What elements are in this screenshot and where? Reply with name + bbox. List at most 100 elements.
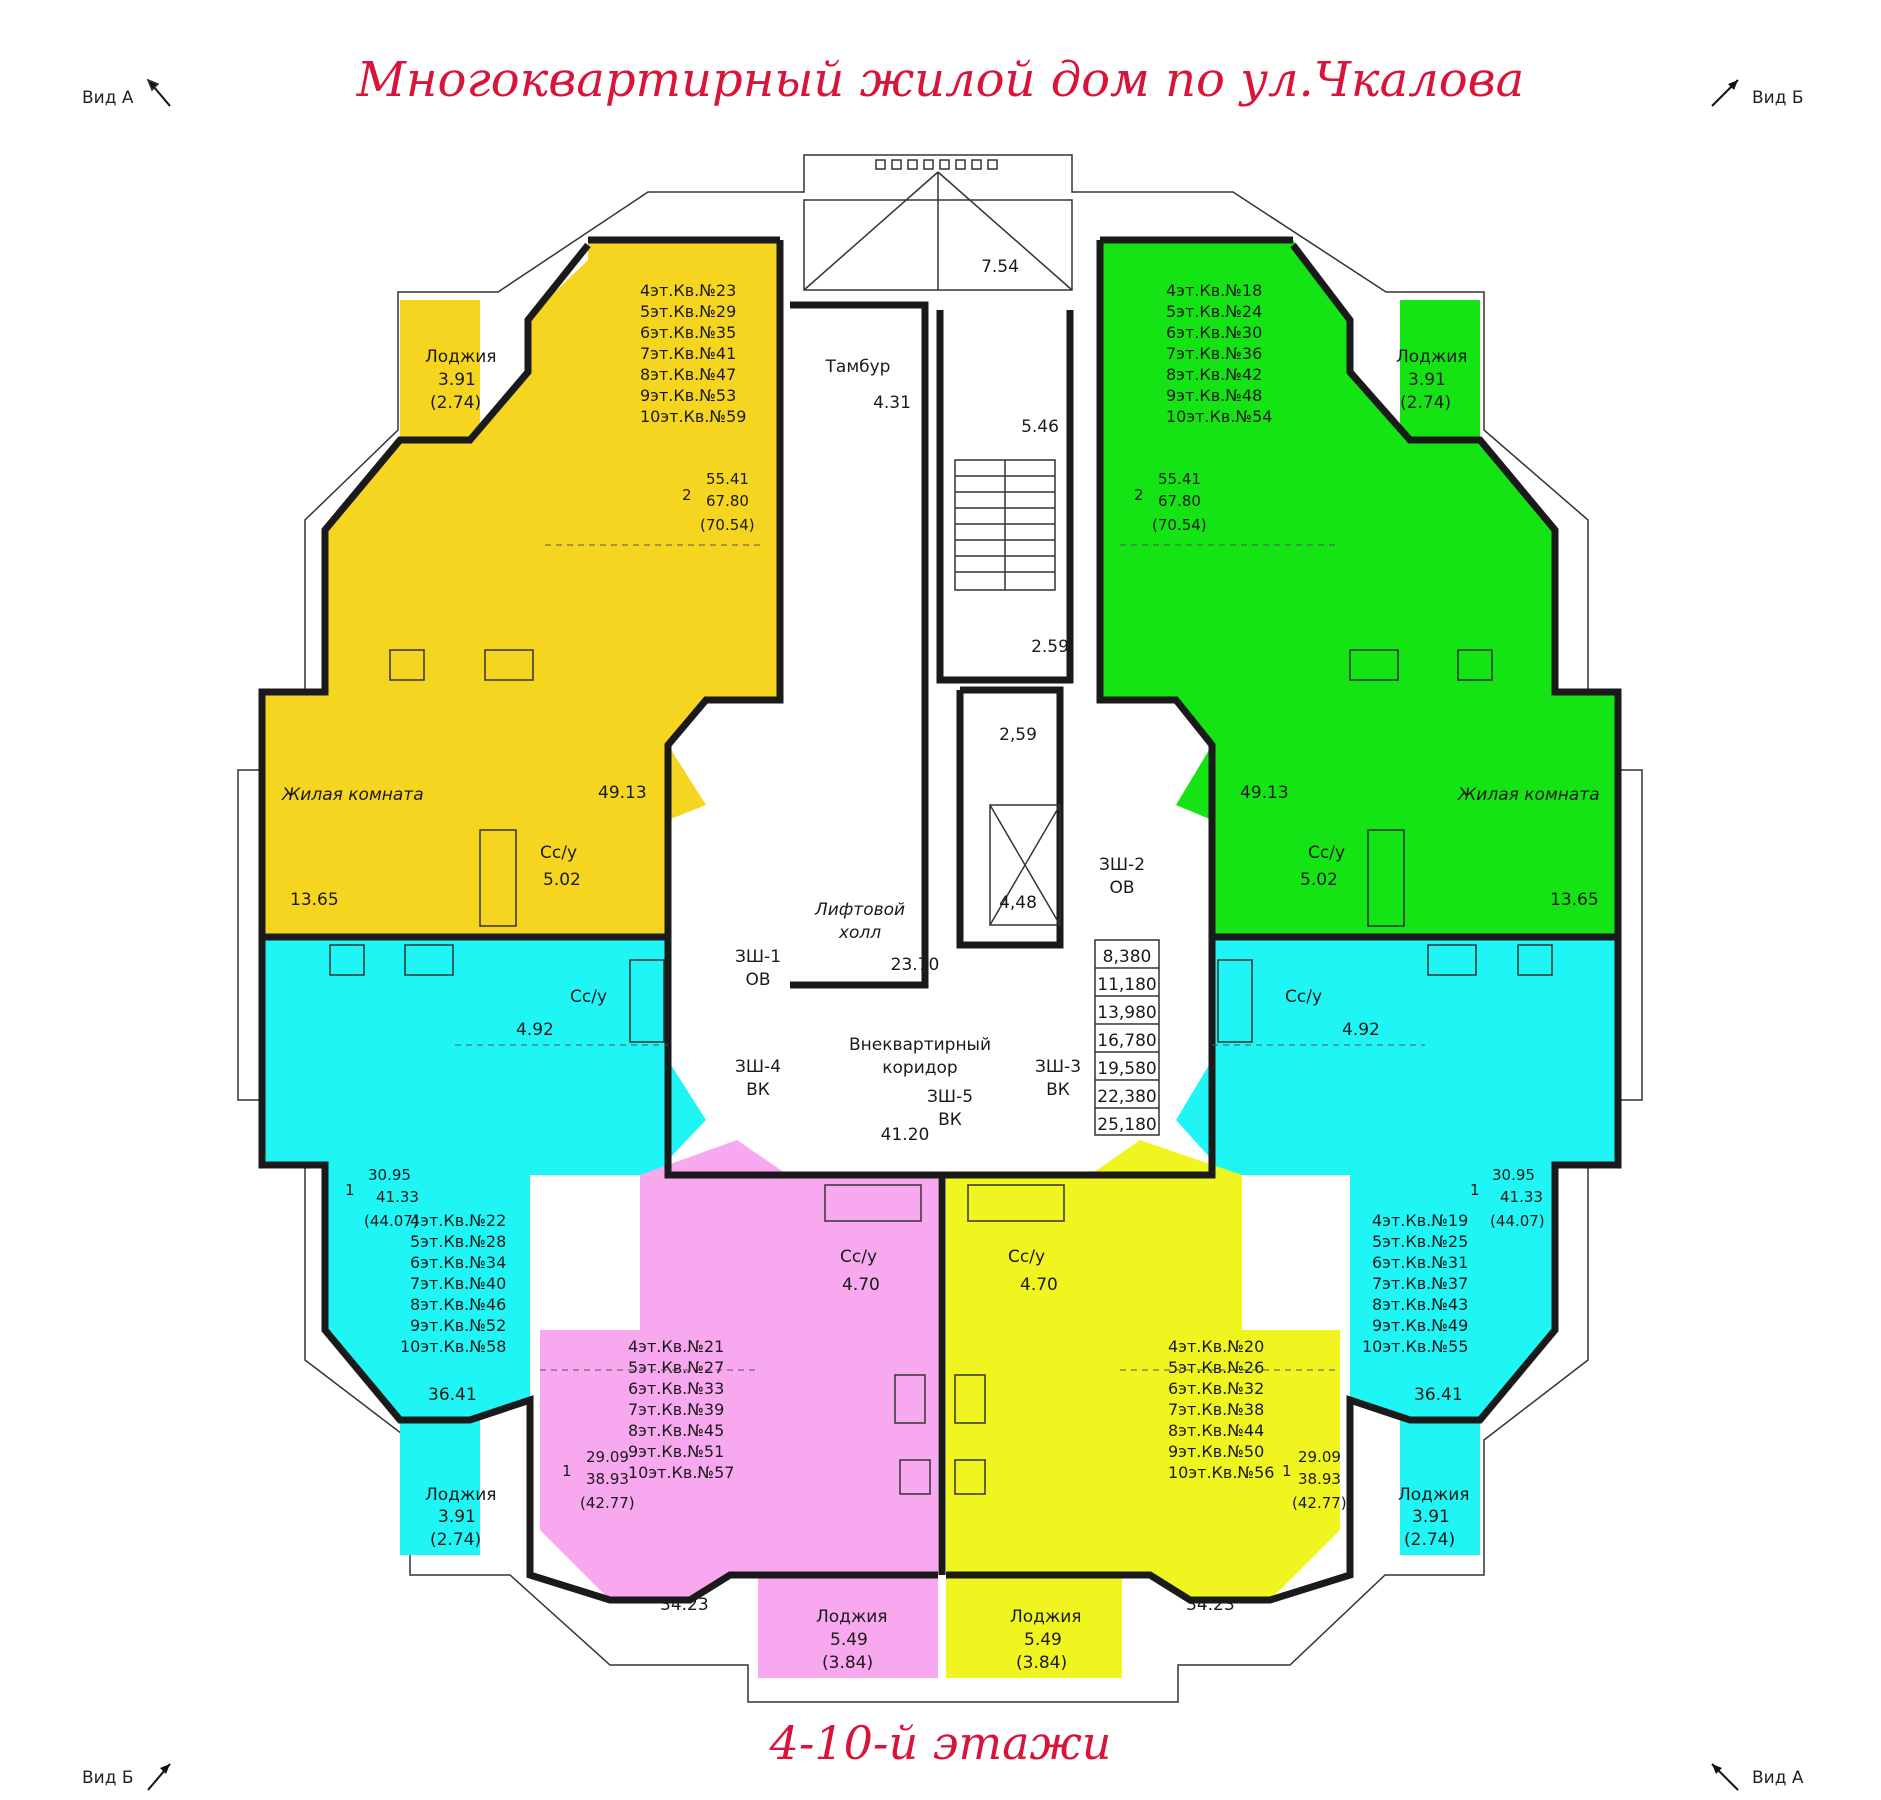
apartment-wc: Сс/у 4.92 1 30.95 41.33 (44.07) 4эт.Кв.№… xyxy=(345,987,607,1550)
apt-rooms: 1 xyxy=(1282,1462,1292,1480)
apt-total-with-loggia: (44.07) xyxy=(364,1212,419,1230)
plan-title: Многоквартирный жилой дом по ул.Чкалова xyxy=(356,52,1525,108)
zone-dividers xyxy=(455,544,1425,1371)
wall-core-east xyxy=(1090,240,1216,1179)
loggia-reduced-area: (3.84) xyxy=(1016,1653,1067,1673)
level-6: 22,380 xyxy=(1097,1087,1156,1107)
bath-label: Сс/у xyxy=(840,1247,877,1267)
corridor-area: 41.20 xyxy=(881,1125,930,1145)
level-7: 25,180 xyxy=(1097,1115,1156,1135)
loggia-label: Лоджия xyxy=(1398,1485,1470,1505)
apt-living-area: 29.09 xyxy=(1298,1448,1341,1466)
apt-list-item: 8эт.Кв.№47 xyxy=(640,365,736,384)
apt-list-item: 9эт.Кв.№51 xyxy=(628,1442,724,1461)
apt-list-item: 8эт.Кв.№46 xyxy=(410,1295,506,1314)
apt-rooms: 1 xyxy=(1470,1181,1480,1199)
loggia-area: 3.91 xyxy=(1412,1507,1450,1527)
apt-list-item: 9эт.Кв.№50 xyxy=(1168,1442,1264,1461)
apartment-nw-fill xyxy=(262,240,780,935)
level-table xyxy=(1094,939,1160,1136)
apt-total-with-loggia: (70.54) xyxy=(700,516,755,534)
wall-outer-west xyxy=(258,242,938,1604)
apt-rooms: 2 xyxy=(682,486,692,504)
shaft-zsh1-sub: ОВ xyxy=(745,970,770,990)
bath-area: 4.92 xyxy=(1342,1020,1380,1040)
view-label-bottom-left: Вид Б xyxy=(82,1768,134,1788)
loggia-reduced-area: (2.74) xyxy=(1400,393,1451,413)
bath-area: 4.70 xyxy=(1020,1275,1058,1295)
apt-rooms: 1 xyxy=(562,1462,572,1480)
view-arrow-bottom-right-icon xyxy=(1711,1763,1739,1791)
apt-list-item: 5эт.Кв.№25 xyxy=(1372,1232,1468,1251)
room-area: 36.41 xyxy=(428,1385,477,1405)
apartment-ne-fill xyxy=(1100,240,1618,935)
stair-area: 5.46 xyxy=(1021,417,1059,437)
shaft-zsh4: ЗШ-4 xyxy=(735,1057,781,1077)
loggia-area: 5.49 xyxy=(1024,1630,1062,1650)
loggia-reduced-area: (2.74) xyxy=(430,1530,481,1550)
view-label-top-left: Вид А xyxy=(82,88,134,108)
apt-list-item: 7эт.Кв.№41 xyxy=(640,344,736,363)
loggia-ec-fill xyxy=(1400,1420,1480,1555)
entrance-area: 7.54 xyxy=(981,257,1019,277)
stair-bottom-area: 2.59 xyxy=(1031,637,1069,657)
lift-top-area: 2,59 xyxy=(999,725,1037,745)
apartment-se: Сс/у 4.70 4эт.Кв.№20 5эт.Кв.№26 6эт.Кв.№… xyxy=(1008,1247,1347,1673)
apt-list-item: 9эт.Кв.№52 xyxy=(410,1316,506,1335)
room-name: Жилая комната xyxy=(281,785,424,805)
loggia-wc-fill xyxy=(400,1420,480,1555)
apt-list-item: 7эт.Кв.№38 xyxy=(1168,1400,1264,1419)
corridor-label-2: коридор xyxy=(882,1058,957,1078)
room-area: 13.65 xyxy=(290,890,339,910)
apt-living-area: 55.41 xyxy=(706,470,749,488)
bath-area: 4.92 xyxy=(516,1020,554,1040)
apt-list-item: 9эт.Кв.№49 xyxy=(1372,1316,1468,1335)
loggia-reduced-area: (2.74) xyxy=(430,393,481,413)
canopy-columns xyxy=(875,159,998,170)
bath-label: Сс/у xyxy=(570,987,607,1007)
apt-list-item: 4эт.Кв.№22 xyxy=(410,1211,506,1230)
apt-list-item: 6эт.Кв.№32 xyxy=(1168,1379,1264,1398)
wall-core-west xyxy=(664,240,790,1179)
loggia-label: Лоджия xyxy=(816,1607,888,1627)
loggia-label: Лоджия xyxy=(1010,1607,1082,1627)
view-label-bottom-right: Вид А xyxy=(1752,1768,1804,1788)
apt-list-item: 6эт.Кв.№30 xyxy=(1166,323,1262,342)
apt-list-item: 5эт.Кв.№24 xyxy=(1166,302,1262,321)
apt-list-item: 8эт.Кв.№43 xyxy=(1372,1295,1468,1314)
loggia-label: Лоджия xyxy=(1396,347,1468,367)
kitchen-area: 49.13 xyxy=(598,783,647,803)
loggia-nw-fill xyxy=(400,300,480,440)
bath-label: Сс/у xyxy=(1285,987,1322,1007)
wall-stair-box xyxy=(936,310,1074,684)
bath-label: Сс/у xyxy=(1308,843,1345,863)
view-label-top-right: Вид Б xyxy=(1752,88,1804,108)
apt-list-item: 8эт.Кв.№45 xyxy=(628,1421,724,1440)
room-area: 34.23 xyxy=(660,1595,709,1615)
apt-list-item: 6эт.Кв.№31 xyxy=(1372,1253,1468,1272)
loggia-area: 3.91 xyxy=(438,370,476,390)
apartment-ec: Сс/у 4.92 1 30.95 41.33 (44.07) 4эт.Кв.№… xyxy=(1285,987,1545,1550)
lift-hall-label-2: холл xyxy=(838,923,881,943)
room-area: 36.41 xyxy=(1414,1385,1463,1405)
apt-list-item: 5эт.Кв.№27 xyxy=(628,1358,724,1377)
wall-lift-box xyxy=(956,686,1064,949)
view-arrow-top-right-icon xyxy=(1711,79,1739,107)
wall-tambour xyxy=(790,301,929,989)
apt-list-item: 10эт.Кв.№58 xyxy=(400,1337,506,1356)
bath-label: Сс/у xyxy=(1008,1247,1045,1267)
apt-total-area: 38.93 xyxy=(1298,1470,1341,1488)
apt-list-item: 4эт.Кв.№23 xyxy=(640,281,736,300)
apartment-nw: 4эт.Кв.№23 5эт.Кв.№29 6эт.Кв.№35 7эт.Кв.… xyxy=(281,281,755,910)
loggia-area: 3.91 xyxy=(438,1507,476,1527)
apartment-ec-fill xyxy=(1176,940,1618,1420)
kitchen-area: 49.13 xyxy=(1240,783,1289,803)
level-3: 13,980 xyxy=(1097,1003,1156,1023)
apt-list-item: 6эт.Кв.№33 xyxy=(628,1379,724,1398)
level-2: 11,180 xyxy=(1097,975,1156,995)
apt-total-area: 67.80 xyxy=(1158,492,1201,510)
wall-outer-east xyxy=(946,242,1622,1604)
apt-list-item: 7эт.Кв.№39 xyxy=(628,1400,724,1419)
apt-total-area: 38.93 xyxy=(586,1470,629,1488)
